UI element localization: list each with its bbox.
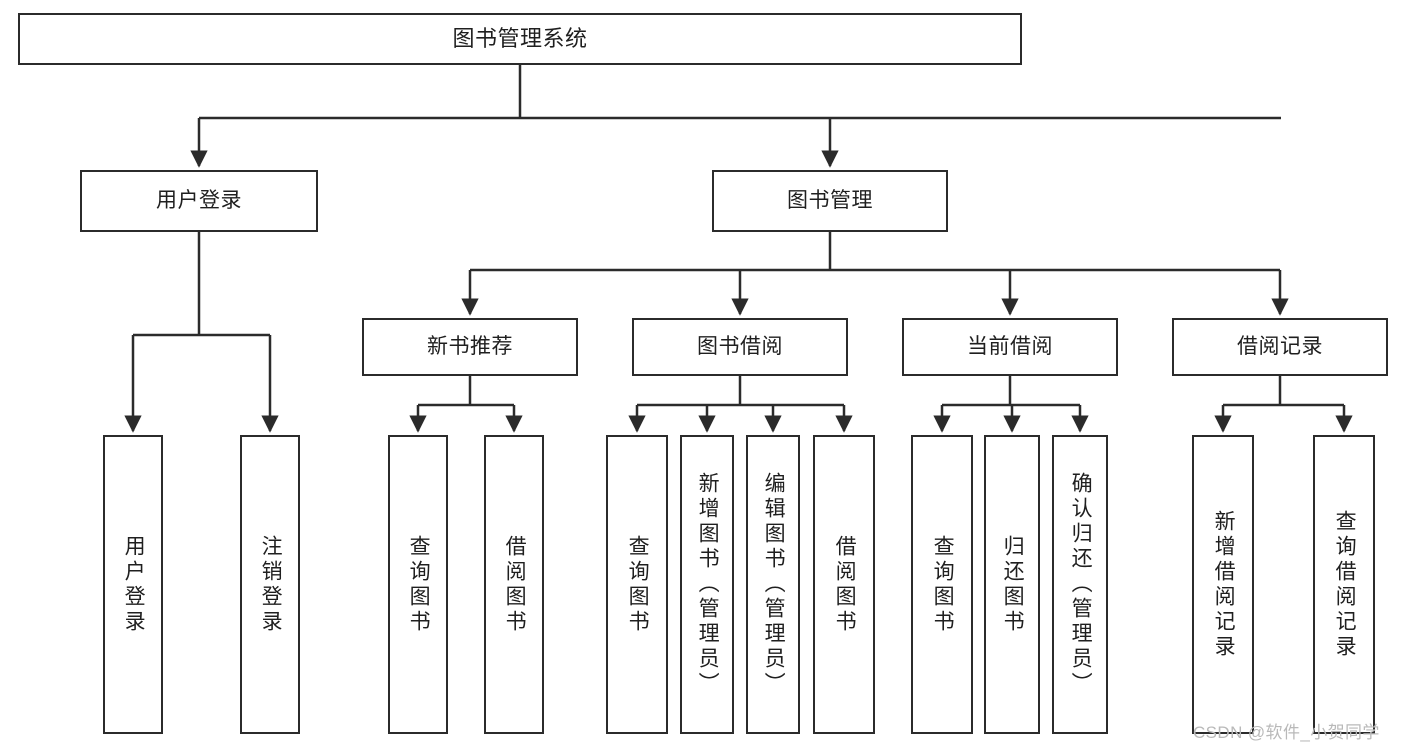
node-leaf-add-book-admin[interactable]: 新增图书（管理员） <box>680 435 734 734</box>
node-leaf-edit-book-admin[interactable]: 编辑图书（管理员） <box>746 435 800 734</box>
node-leaf-user-login[interactable]: 用户登录 <box>103 435 163 734</box>
node-leaf-add-borrow-record[interactable]: 新增借阅记录 <box>1192 435 1254 734</box>
edge-group-new-book-recommend <box>409 376 523 433</box>
node-leaf-add-borrow-record-label: 新增借阅记录 <box>1212 509 1236 660</box>
edge-group-user-login <box>124 232 279 433</box>
node-leaf-logout-login[interactable]: 注销登录 <box>240 435 300 734</box>
node-leaf-logout-login-label: 注销登录 <box>259 534 283 635</box>
node-leaf-query-book-3[interactable]: 查询图书 <box>911 435 973 734</box>
node-current-borrow[interactable]: 当前借阅 <box>902 318 1118 376</box>
node-new-book-recommend[interactable]: 新书推荐 <box>362 318 578 376</box>
node-book-manage[interactable]: 图书管理 <box>712 170 948 232</box>
node-user-login[interactable]: 用户登录 <box>80 170 318 232</box>
node-leaf-edit-book-admin-label: 编辑图书（管理员） <box>762 472 786 697</box>
node-leaf-borrow-book-2[interactable]: 借阅图书 <box>813 435 875 734</box>
node-leaf-return-book[interactable]: 归还图书 <box>984 435 1040 734</box>
node-leaf-query-book-2[interactable]: 查询图书 <box>606 435 668 734</box>
node-leaf-return-book-label: 归还图书 <box>1001 534 1025 635</box>
node-leaf-confirm-return-admin-label: 确认归还（管理员） <box>1069 472 1093 697</box>
edge-group-borrow-record <box>1214 376 1353 433</box>
node-root-label: 图书管理系统 <box>452 26 588 52</box>
edge-group-book-borrow <box>628 376 853 433</box>
node-book-manage-label: 图书管理 <box>787 188 873 212</box>
node-leaf-borrow-book-1[interactable]: 借阅图书 <box>484 435 544 734</box>
node-leaf-borrow-book-2-label: 借阅图书 <box>833 534 857 635</box>
node-leaf-query-book-2-label: 查询图书 <box>626 534 650 635</box>
edge-group-root <box>190 65 1281 168</box>
node-root[interactable]: 图书管理系统 <box>18 13 1022 65</box>
edge-group-book-manage <box>461 232 1289 316</box>
node-new-book-recommend-label: 新书推荐 <box>427 334 513 358</box>
node-leaf-query-borrow-record[interactable]: 查询借阅记录 <box>1313 435 1375 734</box>
node-leaf-query-book-1[interactable]: 查询图书 <box>388 435 448 734</box>
node-leaf-query-book-3-label: 查询图书 <box>931 534 955 635</box>
node-current-borrow-label: 当前借阅 <box>967 334 1053 358</box>
node-borrow-record[interactable]: 借阅记录 <box>1172 318 1388 376</box>
node-leaf-query-borrow-record-label: 查询借阅记录 <box>1333 509 1357 660</box>
node-leaf-confirm-return-admin[interactable]: 确认归还（管理员） <box>1052 435 1108 734</box>
node-book-borrow-label: 图书借阅 <box>697 334 783 358</box>
node-user-login-label: 用户登录 <box>156 188 242 212</box>
node-leaf-borrow-book-1-label: 借阅图书 <box>503 534 527 635</box>
watermark-credit: CSDN @软件_小贺同学 <box>1193 723 1380 742</box>
node-leaf-user-login-label: 用户登录 <box>122 534 146 635</box>
node-book-borrow[interactable]: 图书借阅 <box>632 318 848 376</box>
node-borrow-record-label: 借阅记录 <box>1237 334 1323 358</box>
node-leaf-add-book-admin-label: 新增图书（管理员） <box>696 472 720 697</box>
edge-group-current-borrow <box>933 376 1089 433</box>
node-leaf-query-book-1-label: 查询图书 <box>407 534 431 635</box>
